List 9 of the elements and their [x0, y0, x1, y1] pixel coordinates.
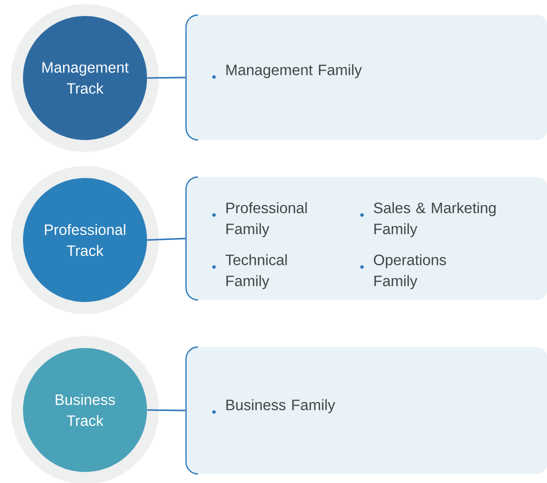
connector-line [147, 76, 186, 79]
bullet-item: Operations Family [360, 254, 446, 290]
bullet-item: Professional Family [212, 202, 307, 238]
connector-line [147, 238, 186, 241]
connector-line [147, 409, 186, 412]
bullet-item: Sales & Marketing Family [360, 202, 496, 238]
bullet-item: Business Family [212, 399, 336, 414]
bullet-item: Technical Family [212, 254, 287, 290]
bullet-item: Management Family [212, 64, 362, 79]
